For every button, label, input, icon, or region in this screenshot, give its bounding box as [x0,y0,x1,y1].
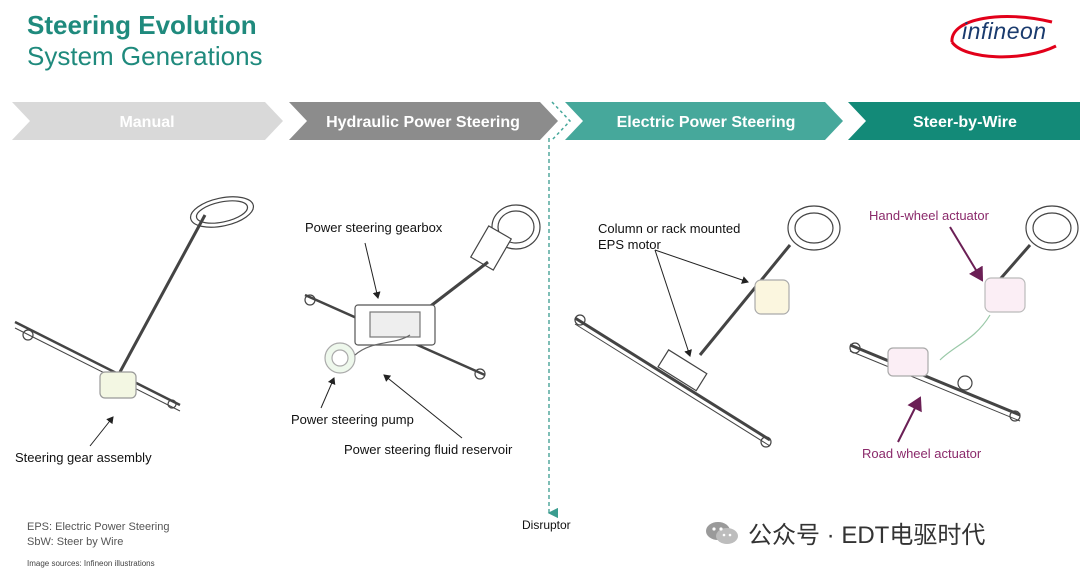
footnote-sbw: SbW: Steer by Wire [27,536,123,548]
label-power-steering-fluid-reservoir: Power steering fluid reservoir [344,442,512,457]
watermark: 公众号 · EDT电驱时代 [704,515,985,550]
label-steering-gear-assembly: Steering gear assembly [15,450,152,465]
watermark-text: 公众号 · EDT电驱时代 [748,515,985,550]
label-road-wheel-actuator: Road wheel actuator [862,446,981,461]
label-eps-motor-line1: Column or rack mounted [598,221,740,236]
sbw-illustration [850,206,1078,421]
label-power-steering-pump: Power steering pump [291,412,414,427]
wechat-icon [704,520,740,546]
label-eps-motor-line2: EPS motor [598,237,661,252]
label-power-steering-gearbox: Power steering gearbox [305,220,442,235]
label-disruptor: Disruptor [522,518,571,532]
footnote-sources: Image sources: Infineon illustrations [27,559,155,568]
label-hand-wheel-actuator: Hand-wheel actuator [869,208,989,223]
manual-steering-illustration [15,192,256,411]
footnote-eps: EPS: Electric Power Steering [27,521,169,533]
